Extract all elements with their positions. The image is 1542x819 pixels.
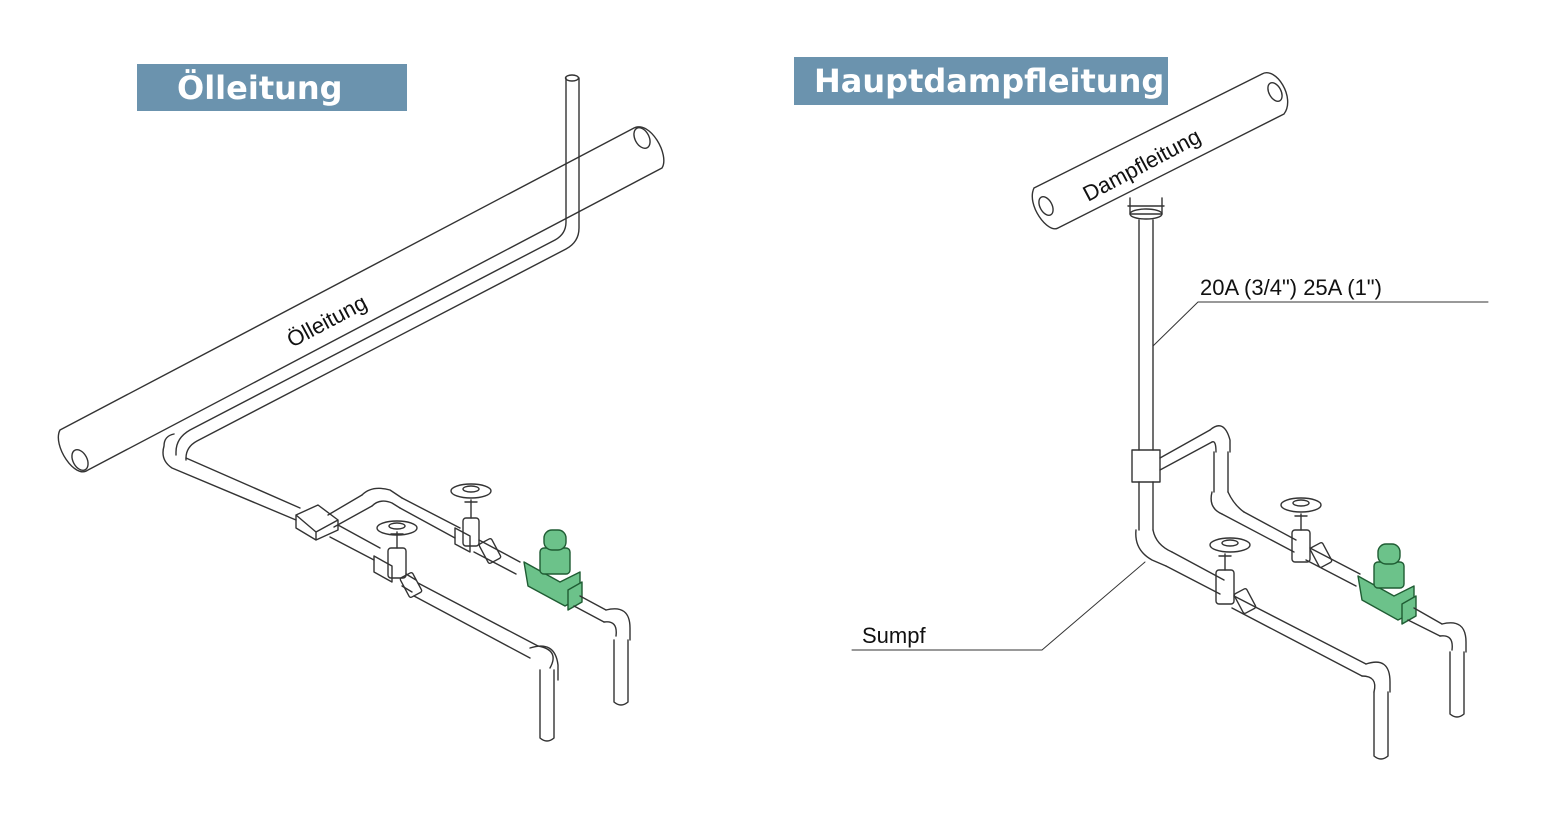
- oil-branch-assembly: [295, 483, 559, 742]
- steam-upper-run: [1221, 497, 1361, 587]
- steam-lower-run: [1165, 537, 1391, 760]
- tee-fitting-icon: [295, 504, 339, 541]
- globe-valve-icon: [1209, 537, 1251, 605]
- sump-leader-line: [851, 561, 1146, 651]
- elbow-fitting-icon: [361, 487, 403, 509]
- oil-line-banner: Ölleitung: [137, 64, 407, 111]
- main-steam-line-banner: Hauptdampfleitung: [794, 57, 1168, 105]
- steam-pipe-label: Dampfleitung: [1079, 123, 1205, 206]
- tee-fitting-icon: [1131, 449, 1161, 483]
- sump-label: Sumpf: [862, 623, 926, 648]
- globe-valve-icon: [373, 520, 418, 583]
- steam-drop-leg: [1127, 197, 1245, 567]
- steam-trap-icon: [1357, 543, 1417, 625]
- oil-supply-tube: [162, 74, 580, 521]
- globe-valve-icon: [1280, 497, 1322, 563]
- pipe-size-label: 20A (3/4") 25A (1"): [1200, 275, 1382, 300]
- size-leader-line: [1152, 301, 1489, 347]
- globe-valve-icon: [450, 483, 492, 553]
- oil-main-pipe: [57, 126, 665, 473]
- elbow-fitting-icon: [1209, 425, 1231, 453]
- steam-trap-icon: [523, 529, 583, 611]
- steam-main-pipe: [1031, 72, 1289, 230]
